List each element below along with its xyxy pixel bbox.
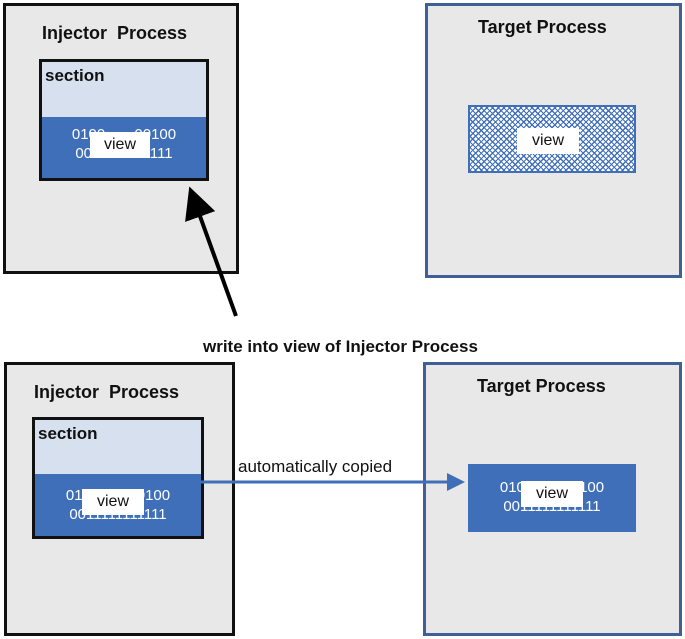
view-label: view [82, 489, 144, 515]
injector-process-title: Injector Process [42, 23, 188, 43]
section-box: section 0100 00100 0011111111111 view [32, 417, 204, 539]
write-arrow [185, 186, 238, 317]
section-label: section [38, 424, 98, 443]
injector-process-bottom: Injector Process section 0100 00100 0011… [4, 362, 235, 636]
section-label: section [45, 66, 105, 85]
view-label: view [521, 481, 583, 507]
target-process-bottom: Target Process 0100 00100 0011111111111 … [423, 362, 682, 636]
view-placeholder-hatched [468, 105, 636, 173]
injector-process-top: Injector Process section 0100 00100 0011… [3, 3, 239, 274]
diagram-caption: write into view of Injector Process [203, 337, 478, 356]
target-process-title: Target Process [477, 376, 606, 396]
section-box: section 0100 00100 0011111111111 view [39, 59, 209, 181]
target-process-title: Target Process [478, 17, 607, 37]
target-process-top: Target Process view [425, 3, 682, 278]
view-label: view [517, 128, 579, 154]
copy-arrow-label: automatically copied [238, 457, 393, 476]
injector-process-title: Injector Process [34, 382, 180, 402]
view-label: view [90, 132, 150, 158]
